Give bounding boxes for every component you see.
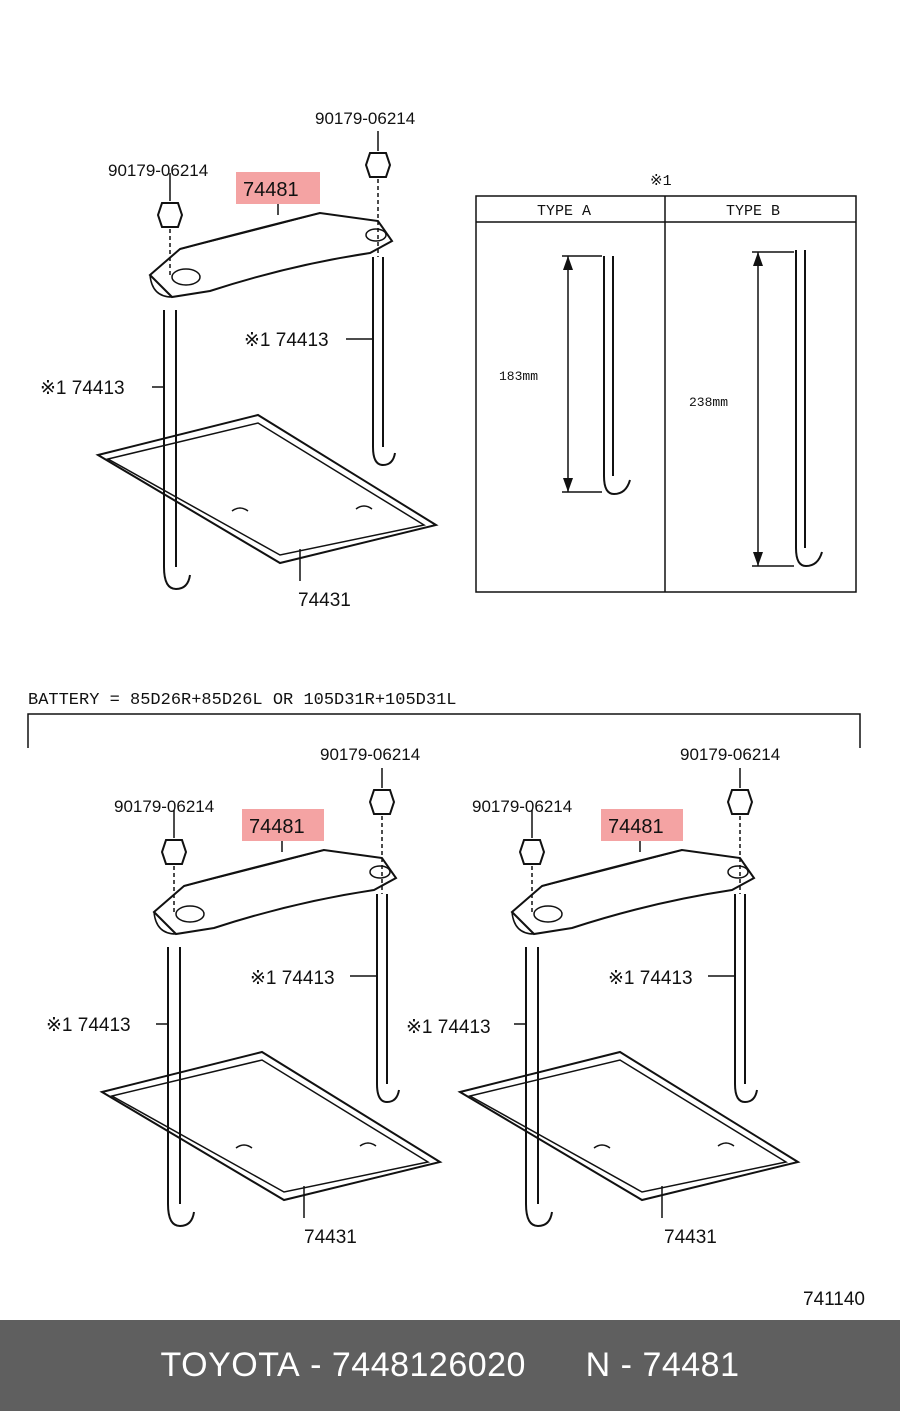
br-tray-label: 74431 xyxy=(664,1227,717,1248)
footer-sep-2: - xyxy=(610,1346,643,1384)
bl-rod-left-label: ※1 74413 xyxy=(46,1015,131,1036)
bl-clamp-highlight xyxy=(242,809,324,841)
footer-gap xyxy=(526,1346,586,1385)
footer-ref-prefix: N xyxy=(585,1346,611,1384)
top-nut-left-label: 90179-06214 xyxy=(108,161,208,180)
type-table-header: ※1 xyxy=(650,173,672,190)
bl-clamp-label[interactable]: 74481 xyxy=(249,816,305,838)
bl-tray-label: 74431 xyxy=(304,1227,357,1248)
br-clamp-label[interactable]: 74481 xyxy=(608,816,664,838)
type-b-rod: 238mm xyxy=(689,250,823,568)
battery-bracket xyxy=(27,713,861,748)
top-clamp-highlight xyxy=(236,172,320,204)
top-rod-left-label: ※1 74413 xyxy=(40,378,125,399)
footer-part-number[interactable]: 7448126020 xyxy=(331,1346,526,1384)
br-rod-left-label: ※1 74413 xyxy=(406,1017,491,1038)
type-b-length: 238mm xyxy=(689,395,728,410)
br-nut-left-label: 90179-06214 xyxy=(472,797,572,816)
footer-sep-1: - xyxy=(300,1346,332,1384)
top-clamp-label[interactable]: 74481 xyxy=(243,179,299,201)
br-rod-right-label: ※1 74413 xyxy=(608,968,693,989)
bl-nut-right-label: 90179-06214 xyxy=(320,745,420,764)
top-assembly: 90179-06214 90179-06214 74481 ※1 74413 ※… xyxy=(40,109,437,611)
bottom-right-assembly: 90179-06214 90179-06214 74481 ※1 74413 ※… xyxy=(406,745,799,1248)
diagram-code: 741140 xyxy=(803,1289,865,1310)
type-a-header: TYPE A xyxy=(537,203,591,220)
type-a-length: 183mm xyxy=(499,369,538,384)
br-clamp-highlight xyxy=(601,809,683,841)
parts-diagram: 90179-06214 90179-06214 74481 ※1 74413 ※… xyxy=(27,109,865,1310)
type-b-header: TYPE B xyxy=(726,203,780,220)
bottom-left-assembly: 90179-06214 90179-06214 74481 ※1 74413 ※… xyxy=(46,745,441,1248)
battery-note: BATTERY = 85D26R+85D26L OR 105D31R+105D3… xyxy=(28,691,456,710)
top-nut-right-label: 90179-06214 xyxy=(315,109,415,128)
top-tray-label: 74431 xyxy=(298,590,351,611)
footer-brand: TOYOTA xyxy=(160,1346,301,1384)
type-a-rod: 183mm xyxy=(499,255,631,496)
part-footer: TOYOTA - 7448126020 N - 74481 xyxy=(0,1320,900,1411)
br-nut-right-label: 90179-06214 xyxy=(680,745,780,764)
bl-rod-right-label: ※1 74413 xyxy=(250,968,335,989)
top-rod-right-label: ※1 74413 xyxy=(244,330,329,351)
rod-type-table: ※1 TYPE A TYPE B 183mm 238 xyxy=(475,173,857,593)
bl-nut-left-label: 90179-06214 xyxy=(114,797,214,816)
footer-ref-number: 74481 xyxy=(642,1346,740,1384)
